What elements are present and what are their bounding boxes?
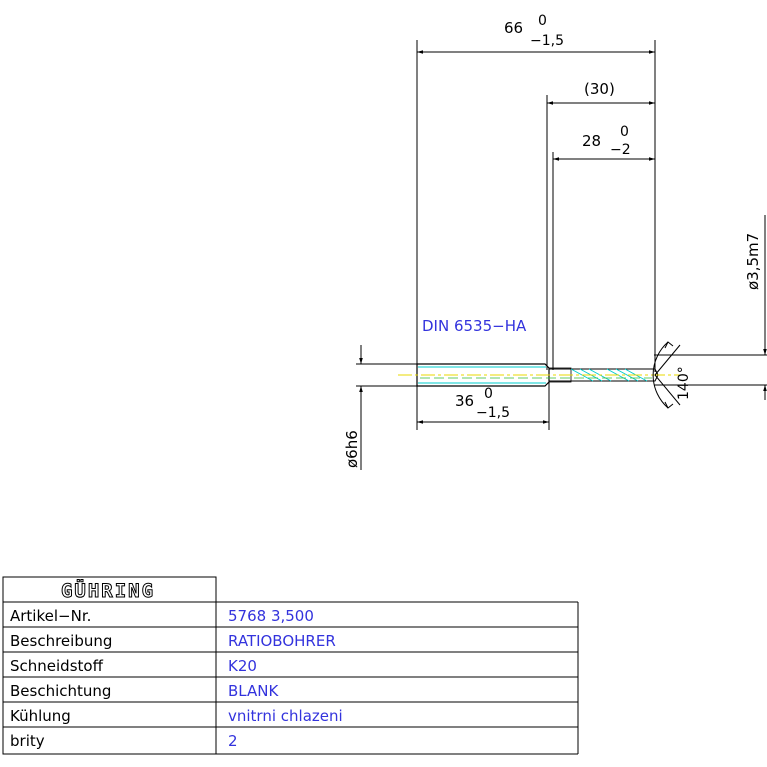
title-row-kuehlung: Kühlung vnitrni chlazeni — [10, 707, 343, 725]
svg-text:36: 36 — [455, 392, 474, 410]
point-angle-text: 140° — [676, 366, 692, 400]
reference-length-text: (30) — [584, 80, 615, 98]
shank-diameter-text: ø6h6 — [343, 430, 361, 468]
extension-lines — [356, 40, 767, 430]
overall-length-text: 66 0 −1,5 — [504, 13, 564, 49]
svg-text:0: 0 — [484, 386, 493, 402]
svg-text:−2: −2 — [610, 142, 631, 158]
title-row-artikel: Artikel−Nr. 5768 3,500 — [10, 607, 314, 625]
title-row-schneidstoff: Schneidstoff K20 — [10, 657, 257, 675]
title-row-value: 5768 3,500 — [228, 607, 314, 625]
drill-body — [398, 363, 680, 387]
title-row-label: Schneidstoff — [10, 657, 104, 675]
svg-text:66: 66 — [504, 19, 523, 37]
point-angle-indicator — [652, 341, 681, 409]
svg-text:0: 0 — [538, 13, 547, 29]
drill-diameter-text: ø3,5m7 — [744, 233, 762, 290]
svg-text:0: 0 — [620, 124, 629, 140]
title-block — [2, 576, 579, 755]
title-row-value: BLANK — [228, 682, 279, 700]
title-row-label: Beschreibung — [10, 632, 112, 650]
flute-length-text: 28 0 −2 — [582, 124, 631, 158]
title-row-beschreibung: Beschreibung RATIOBOHRER — [10, 632, 336, 650]
title-row-label: brity — [10, 732, 45, 750]
title-row-label: Artikel−Nr. — [10, 607, 91, 625]
title-row-value: RATIOBOHRER — [228, 632, 336, 650]
title-row-value: K20 — [228, 657, 257, 675]
title-row-value: 2 — [228, 732, 238, 750]
title-row-brity: brity 2 — [10, 732, 238, 750]
svg-text:−1,5: −1,5 — [476, 405, 510, 421]
standard-label: DIN 6535−HA — [422, 317, 527, 335]
title-row-value: vnitrni chlazeni — [228, 707, 343, 725]
title-row-beschichtung: Beschichtung BLANK — [10, 682, 279, 700]
dimension-lines — [359, 50, 767, 470]
title-row-label: Beschichtung — [10, 682, 111, 700]
svg-text:28: 28 — [582, 132, 601, 150]
title-row-label: Kühlung — [10, 707, 71, 725]
brand-logo: GÜHRING — [61, 578, 155, 602]
svg-text:−1,5: −1,5 — [530, 33, 564, 49]
shank-length-text: 36 0 −1,5 — [455, 386, 510, 421]
